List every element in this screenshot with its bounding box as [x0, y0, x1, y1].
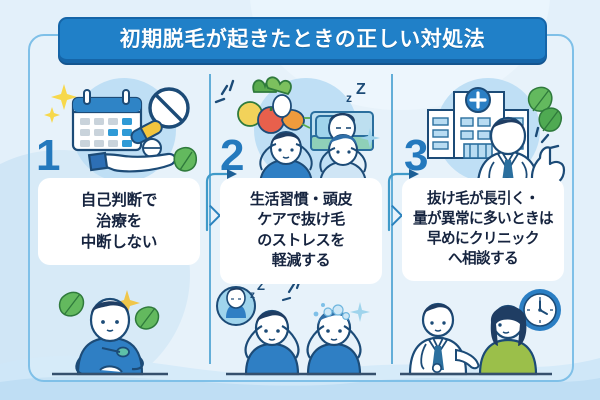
hand-with-pills-icon [87, 120, 177, 173]
step-1-bottom-illustration [52, 290, 168, 376]
leaf-icon [527, 86, 562, 132]
step-3-line-2: 量が異常に多いときは [413, 210, 554, 227]
svg-text:z: z [250, 290, 255, 301]
medical-cross-icon [465, 87, 491, 113]
arrow-step2-to-step3 [387, 169, 419, 232]
step-number-3: 3 [404, 131, 429, 180]
wall-clock-icon [519, 289, 561, 331]
step-2-line-2: ケアで抜け毛 [257, 211, 345, 229]
zzz-icon: z Z [250, 278, 265, 301]
step-1-line-3: 中断しない [80, 234, 158, 252]
step-panel-3: 3 抜け毛が長引く・ 量が異常に多いときは 早めにクリニック へ相談する [392, 60, 574, 382]
step-panel-2: z Z [210, 60, 392, 382]
person-hair-loss-icon [244, 309, 300, 376]
calendar-icon [71, 89, 143, 152]
panel-divider-1 [209, 74, 211, 364]
doctor-consultation-icon [408, 302, 480, 376]
step-2-line-1: 生活習慣・頭皮 [249, 191, 353, 208]
sparkle-icon [360, 128, 380, 148]
sparkle-icon [114, 290, 140, 316]
step-2-line-4: 軽減する [271, 252, 331, 270]
steps-container: 1 自己判断で 治療を 中断しない [28, 60, 574, 382]
no-entry-icon [148, 87, 190, 129]
person-taking-medicine-icon [52, 297, 168, 376]
step-1-text-card: 自己判断で 治療を 中断しない [38, 178, 200, 266]
step-2-line-3: のストレスを [257, 231, 345, 249]
motion-lines-icon [214, 79, 235, 104]
sleep-bubble-icon [216, 286, 256, 326]
step-3-line-1: 抜け毛が長引く・ [427, 191, 540, 207]
leaf-icon [58, 291, 160, 330]
step-number-2: 2 [220, 131, 245, 180]
title-banner: 初期脱毛が起きたときの正しい対処法 [58, 17, 547, 63]
step-3-bottom-illustration [400, 289, 561, 376]
step-3-text-card: 抜け毛が長引く・ 量が異常に多いときは 早めにクリニック へ相談する [402, 178, 564, 282]
patient-woman-icon [478, 304, 538, 376]
svg-text:Z: Z [356, 81, 366, 98]
step-2-bottom-illustration: z Z [216, 278, 376, 376]
step-panel-1: 1 自己判断で 治療を 中断しない [28, 60, 210, 382]
step-2-illustration: z Z [214, 76, 380, 186]
vegetables-icon [237, 76, 312, 134]
arrow-step1-to-step2 [205, 169, 237, 232]
step-1-line-1: 自己判断で [80, 192, 158, 209]
panel-divider-2 [391, 74, 393, 364]
svg-text:z: z [346, 91, 352, 105]
page-title: 初期脱毛が起きたときの正しい対処法 [119, 27, 486, 51]
sparkle-icon [44, 84, 77, 123]
step-3-line-4: へ相談する [448, 250, 519, 267]
step-2-text-card: 生活習慣・頭皮 ケアで抜け毛 のストレスを 軽減する [220, 178, 382, 284]
sparkle-icon [350, 302, 370, 322]
step-3-line-3: 早めにクリニック [427, 230, 540, 247]
step-1-line-2: 治療を [96, 213, 142, 231]
zzz-icon: z Z [346, 81, 366, 105]
step-number-1: 1 [36, 131, 61, 180]
leaf-icon [173, 146, 198, 172]
step-1-illustration [44, 84, 198, 173]
svg-text:Z: Z [257, 278, 265, 293]
step-3-illustration [427, 86, 566, 186]
person-scalp-care-icon [306, 303, 362, 376]
